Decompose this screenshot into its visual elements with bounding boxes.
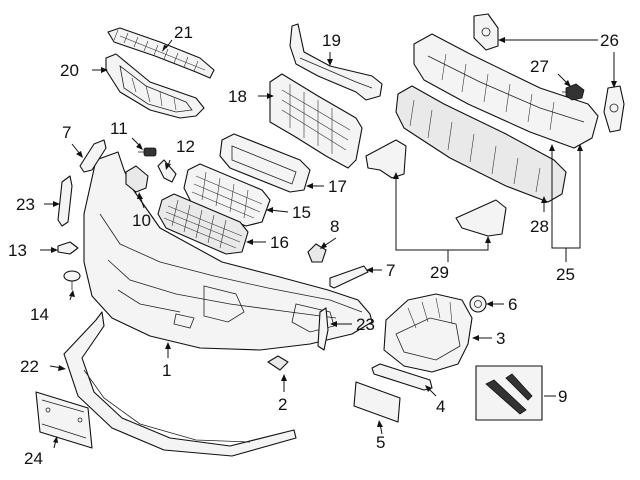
- part-26-mounting-plate-left: [473, 13, 499, 51]
- part-15-grille: [183, 163, 271, 227]
- part-7-left-bracket: [79, 139, 107, 173]
- callout-24: 24: [24, 449, 43, 468]
- callout-14: 14: [30, 305, 49, 324]
- callout-23-left: 23: [16, 195, 35, 214]
- part-17-grille-bracket: [219, 133, 311, 193]
- callout-10: 10: [132, 211, 151, 230]
- part-7-right-bracket: [329, 265, 369, 289]
- part-19-upper-shield: [289, 23, 383, 101]
- callout-29: 29: [430, 263, 449, 282]
- part-3-energy-absorber: [383, 293, 473, 373]
- callout-22: 22: [20, 357, 39, 376]
- callout-23-right: 23: [356, 315, 375, 334]
- callout-7-left: 7: [62, 123, 71, 142]
- part-18-air-deflector: [269, 73, 363, 169]
- part-23-right-trim: [317, 307, 329, 351]
- part-21-upper-grille-strip: [107, 27, 215, 79]
- callout-5: 5: [376, 433, 385, 452]
- part-23-left-trim: [57, 175, 73, 227]
- callout-9: 9: [558, 387, 567, 406]
- part-14-push-pin: [63, 270, 81, 290]
- callout-7-right: 7: [386, 261, 395, 280]
- part-22-lower-valance: [63, 311, 297, 457]
- part-13-clip: [57, 241, 79, 255]
- callout-26: 26: [600, 31, 619, 50]
- callout-12: 12: [176, 137, 195, 156]
- callout-28: 28: [530, 217, 549, 236]
- callout-25: 25: [556, 265, 575, 284]
- part-20-lower-grille-frame: [105, 53, 205, 119]
- part-24-license-plate-bracket: [35, 391, 93, 449]
- part-6-nut: [469, 295, 487, 313]
- leader-lines: [40, 37, 617, 449]
- callout-17: 17: [328, 177, 347, 196]
- part-28-lower-absorber: [395, 85, 567, 203]
- part-10-latch: [125, 165, 149, 193]
- callout-19: 19: [322, 31, 341, 50]
- part-12-clip: [157, 159, 177, 183]
- part-5-reflector: [353, 381, 401, 423]
- callout-2: 2: [278, 395, 287, 414]
- callout-labels: 21 20 19 18 17 15 16 7 11 12 10 23 13 14…: [8, 23, 619, 468]
- callout-3: 3: [496, 329, 505, 348]
- callout-18: 18: [228, 87, 247, 106]
- part-29-bracket-right: [455, 199, 507, 237]
- callout-27: 27: [530, 57, 549, 76]
- part-9-kit-box: [475, 365, 543, 421]
- callout-8: 8: [330, 217, 339, 236]
- part-25-reinforcement-beam: [413, 33, 599, 149]
- part-16-lower-mesh: [157, 193, 249, 255]
- callout-13: 13: [8, 241, 27, 260]
- callout-6: 6: [508, 295, 517, 314]
- part-29-bracket-left: [365, 139, 407, 179]
- callout-4: 4: [436, 397, 445, 416]
- callout-16: 16: [270, 233, 289, 252]
- callout-21: 21: [174, 23, 193, 42]
- callout-11: 11: [110, 119, 128, 138]
- part-26-mounting-plate-right: [603, 85, 625, 133]
- part-2-clip: [267, 355, 289, 371]
- callout-1: 1: [162, 361, 171, 380]
- callout-15: 15: [292, 203, 311, 222]
- part-27-bolt: [562, 83, 585, 101]
- part-11-bolt: [138, 147, 157, 157]
- callout-20: 20: [60, 61, 79, 80]
